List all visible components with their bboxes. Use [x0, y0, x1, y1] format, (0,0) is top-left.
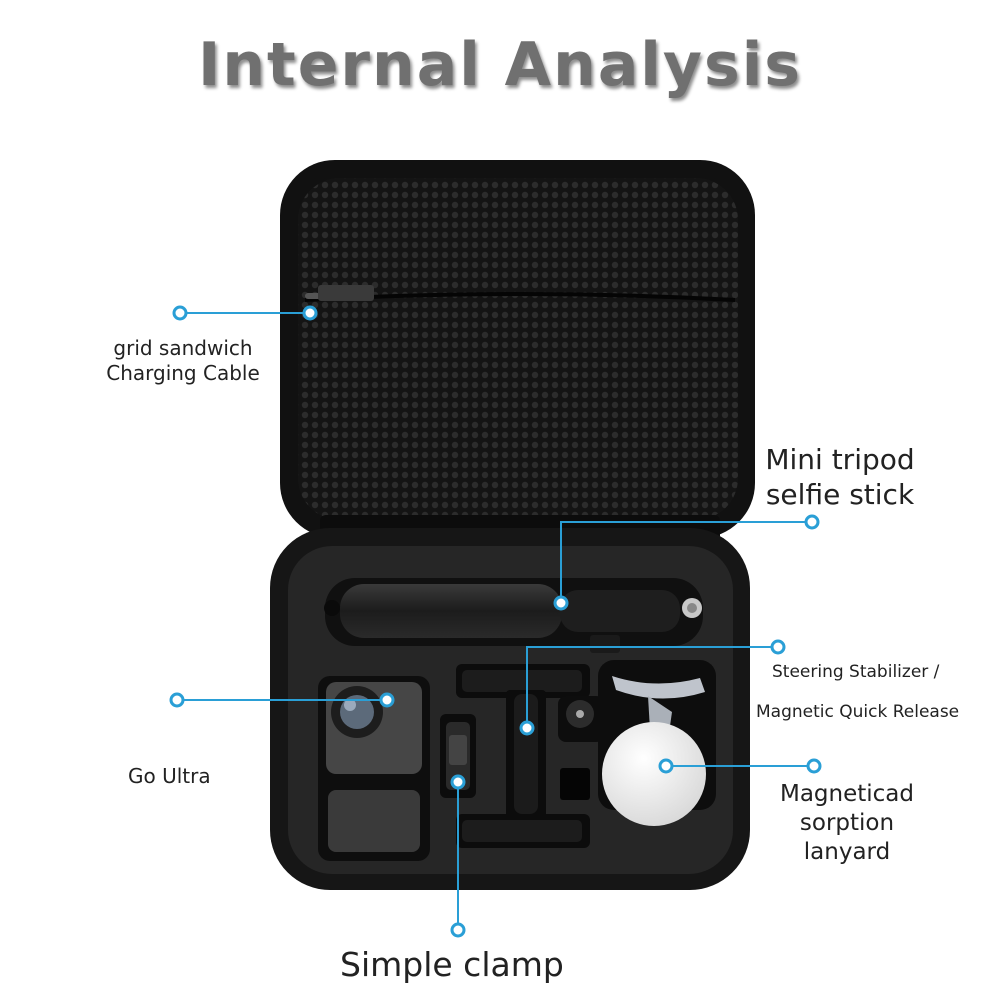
- go-ultra-camera: [318, 676, 430, 861]
- steering-stabilizer: [456, 664, 590, 848]
- mesh-pocket-label-line2: Charging Cable: [106, 361, 260, 385]
- stabilizer-label-line2: Magnetic Quick Release: [756, 702, 960, 722]
- clamp-label: Simple clamp: [340, 945, 564, 984]
- lanyard-label-line1: Magneticad: [779, 781, 914, 807]
- magnetic-lanyard: [598, 660, 716, 826]
- lanyard-label: Magneticad sorption lanyard: [772, 780, 922, 866]
- camera-label: Go Ultra: [128, 764, 211, 788]
- tripod-label-line1: Mini tripod: [765, 443, 915, 476]
- mesh-pocket-label: grid sandwich Charging Cable: [98, 336, 268, 386]
- callout-line-stabilizer: [526, 646, 778, 728]
- tripod-label-line2: selfie stick: [765, 478, 915, 511]
- page-title: Internal Analysis: [198, 30, 802, 100]
- magnetic-quick-release: [558, 696, 604, 800]
- callout-lines: [177, 312, 814, 930]
- tripod-stick: [324, 578, 703, 653]
- tripod-label: Mini tripod selfie stick: [760, 442, 920, 512]
- callout-dots: [169, 305, 822, 938]
- lanyard-label-line2: sorption: [799, 809, 895, 836]
- zipper-pull: [318, 285, 374, 301]
- case-lid: [280, 160, 755, 538]
- stabilizer-label-line1: Steering Stabilizer /: [772, 662, 940, 682]
- callout-line-tripod: [560, 521, 812, 603]
- simple-clamp: [440, 714, 476, 798]
- lanyard-label-line3: lanyard: [803, 838, 891, 865]
- mesh-pocket-label-line1: grid sandwich: [113, 336, 253, 360]
